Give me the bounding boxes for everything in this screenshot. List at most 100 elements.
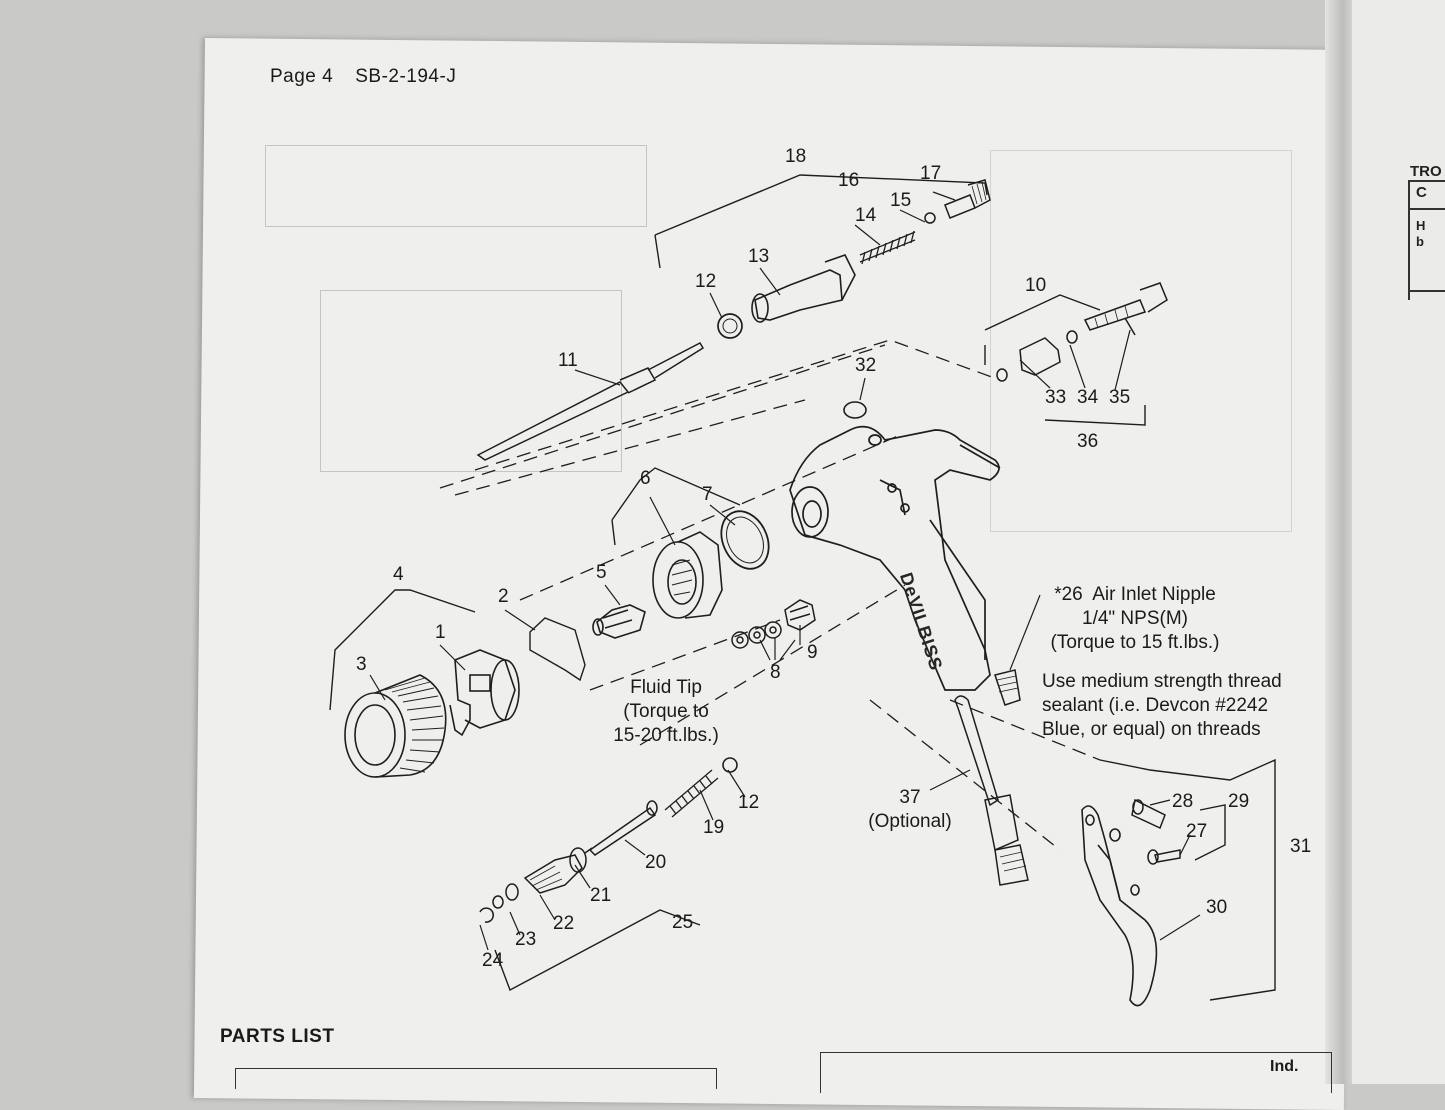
part-7: 7	[702, 484, 713, 505]
parts-table-edge-right	[820, 1052, 1332, 1093]
optional-callout: 37 (Optional)	[860, 786, 960, 834]
fluid-tip	[592, 604, 646, 639]
page-header: Page 4 SB-2-194-J	[270, 66, 478, 88]
sealant-callout: Use medium strength thread sealant (i.e.…	[1042, 670, 1327, 742]
part-12-lower: 12	[738, 792, 760, 813]
part-21: 21	[590, 885, 612, 906]
book-gutter	[1325, 0, 1355, 1084]
part-22: 22	[553, 913, 575, 934]
part-34: 34	[1077, 387, 1099, 408]
part-28: 28	[1172, 791, 1194, 812]
trigger-screw	[1147, 849, 1181, 865]
adjusting-knob	[944, 179, 991, 219]
fluid-needle	[476, 342, 705, 461]
part-18: 18	[785, 146, 807, 167]
part-35: 35	[1109, 387, 1131, 408]
part-8: 8	[770, 662, 781, 683]
part-3: 3	[356, 654, 367, 675]
bracket-lines	[329, 174, 1276, 1001]
fluid-tip-callout: Fluid Tip (Torque to 15-20 ft.lbs.)	[596, 676, 736, 748]
part-27: 27	[1186, 821, 1208, 842]
sealant-line-2: sealant (i.e. Devcon #2242	[1042, 695, 1269, 716]
valve-body	[996, 330, 1078, 382]
part-24: 24	[482, 950, 504, 971]
washer-22	[505, 883, 519, 901]
air-inlet-line-1: *26 Air Inlet Nipple	[1054, 584, 1216, 605]
bleed-through-box-1	[265, 145, 647, 227]
exploded-parts-diagram	[329, 174, 1276, 1007]
part-30: 30	[1206, 897, 1228, 918]
part-25: 25	[672, 912, 694, 933]
parts-table-header-ind: Ind.	[1270, 1058, 1299, 1075]
part-5: 5	[596, 562, 607, 583]
part-37: 37	[899, 787, 921, 808]
bleed-through-box-2	[320, 290, 622, 472]
part-16: 16	[838, 170, 860, 191]
parts-list-heading: PARTS LIST	[220, 1026, 335, 1047]
spring-housing	[751, 254, 856, 323]
gasket-ring	[720, 510, 770, 570]
part-36: 36	[1077, 431, 1099, 452]
trigger	[1081, 805, 1158, 1007]
part-10: 10	[1025, 275, 1047, 296]
part-13: 13	[748, 246, 770, 267]
gun-body	[789, 425, 1001, 691]
air-inlet-nipple	[994, 669, 1021, 706]
facing-page-frag-1: C	[1416, 184, 1427, 201]
part-9: 9	[807, 642, 818, 663]
retaining-clip	[479, 907, 495, 923]
part-6: 6	[640, 468, 651, 489]
spring-washer	[924, 212, 936, 224]
air-inlet-line-3: (Torque to 15 ft.lbs.)	[1050, 632, 1220, 653]
washer-lower	[722, 757, 738, 773]
part-2: 2	[498, 586, 509, 607]
packing-parts	[731, 599, 816, 649]
part-32: 32	[855, 355, 877, 376]
optional-air-adjuster	[954, 695, 1029, 886]
air-inlet-line-2: 1/4" NPS(M)	[1082, 608, 1188, 629]
part-15: 15	[890, 190, 912, 211]
valve-stem	[584, 800, 658, 856]
optional-label: (Optional)	[868, 811, 952, 832]
baffle	[652, 531, 723, 619]
air-cap	[449, 649, 520, 737]
needle-spring	[859, 230, 916, 265]
sealant-line-3: Blue, or equal) on threads	[1042, 719, 1261, 740]
seal-screw	[523, 847, 587, 894]
fluid-tip-line-1: Fluid Tip	[630, 677, 702, 698]
facing-page: TRO C H b	[1352, 0, 1445, 1084]
part-12: 12	[695, 271, 717, 292]
part-17: 17	[920, 163, 942, 184]
air-inlet-callout: *26 Air Inlet Nipple 1/4" NPS(M) (Torque…	[1035, 583, 1235, 655]
part-19: 19	[703, 817, 725, 838]
part-1: 1	[435, 622, 446, 643]
part-23: 23	[515, 929, 537, 950]
facing-page-frag-3: b	[1416, 234, 1424, 249]
part-20: 20	[645, 852, 667, 873]
fluid-tip-line-3: 15-20 ft.lbs.)	[613, 725, 719, 746]
sealant-line-1: Use medium strength thread	[1042, 671, 1282, 692]
leader-lines	[369, 191, 1201, 951]
document-number: SB-2-194-J	[355, 66, 457, 87]
part-29: 29	[1228, 791, 1250, 812]
lower-spring	[664, 769, 719, 818]
retaining-ring	[344, 674, 447, 778]
part-4: 4	[393, 564, 404, 585]
washer-23	[492, 895, 504, 909]
washer-top	[717, 313, 743, 339]
assembly-axis-lines	[439, 339, 1101, 851]
spreader-valve	[1083, 282, 1168, 336]
facing-page-frag-2: H	[1416, 218, 1426, 233]
facing-page-title: TRO	[1410, 163, 1442, 180]
part-11: 11	[558, 350, 578, 371]
part-14: 14	[855, 205, 877, 226]
trigger-pin	[1131, 798, 1166, 830]
part-33: 33	[1045, 387, 1067, 408]
page-number: Page 4	[270, 66, 334, 87]
baffle-clip	[529, 617, 586, 682]
bleed-through-box-3	[990, 150, 1292, 532]
parts-table-edge-left	[235, 1068, 717, 1089]
fluid-tip-line-2: (Torque to	[623, 701, 709, 722]
gun-body-washer	[843, 401, 867, 419]
part-31: 31	[1290, 836, 1312, 857]
